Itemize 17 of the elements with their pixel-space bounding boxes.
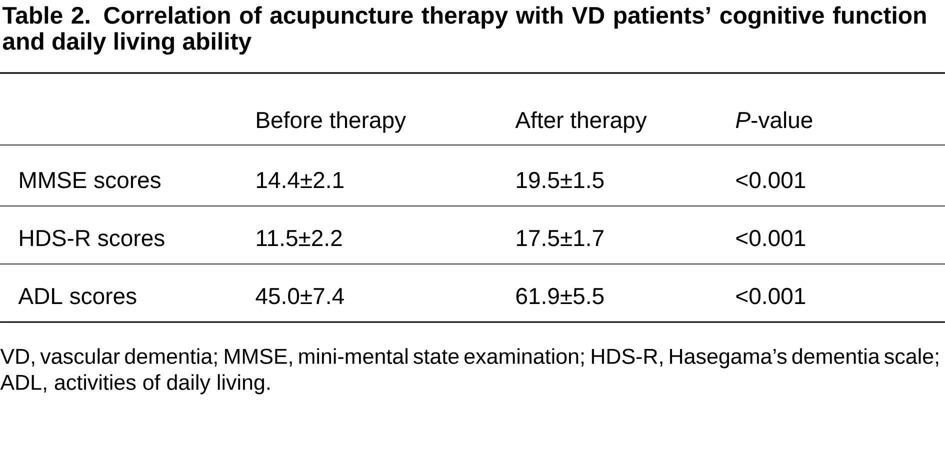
table-cell: 11.5±2.2 <box>256 230 342 246</box>
table-cell: 17.5±1.7 <box>516 230 604 246</box>
table-cell: 19.5±1.5 <box>516 172 604 188</box>
table-cell: 61.9±5.5 <box>516 288 604 304</box>
row-label: ADL scores <box>18 288 136 304</box>
table-cell: <0.001 <box>736 230 806 246</box>
row-label: MMSE scores <box>20 172 160 188</box>
column-header: After therapy <box>515 111 647 133</box>
column-header: P-value <box>736 111 812 128</box>
row-label: HDS-R scores <box>20 230 164 246</box>
table-title: Table 2. Correlation of acupuncture therapy with VD patients’ cognitive function and daily living ability <box>2 6 926 55</box>
table-cell: 14.4±2.1 <box>256 172 344 188</box>
column-header: Before therapy <box>257 111 406 133</box>
table-cell: 45.0±7.4 <box>256 288 344 304</box>
table-cell: <0.001 <box>736 288 806 304</box>
table-footnote: VD, vascular dementia; MMSE, mini-mental state examination; HDS-R, Hasegama’s dementia scale; ADL, activities of daily living. <box>0 348 938 394</box>
table-cell: <0.001 <box>736 172 806 188</box>
